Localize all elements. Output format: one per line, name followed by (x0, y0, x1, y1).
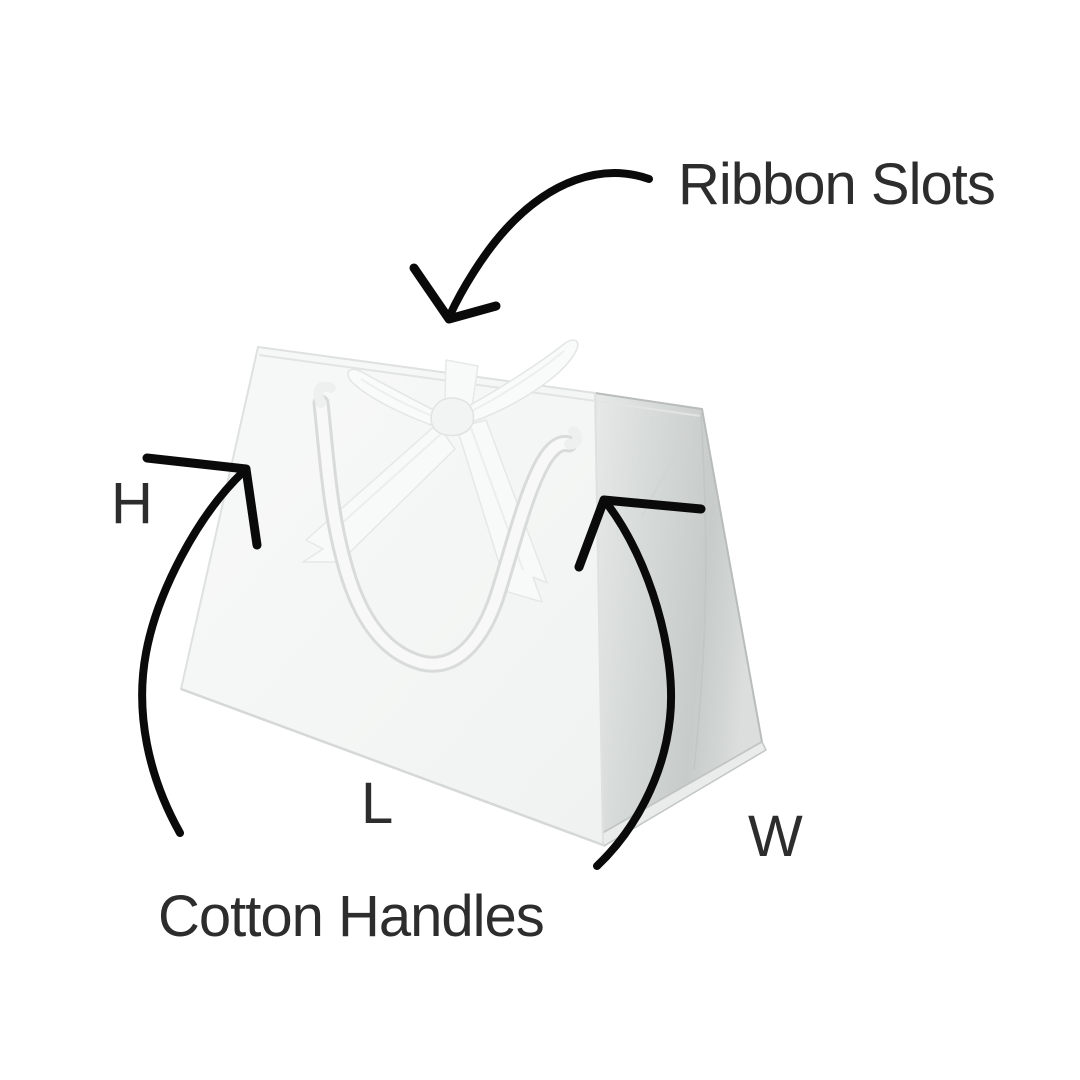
arrow-to-handles-left-shaft (138, 468, 247, 837)
rope-left-tip-curl (313, 381, 336, 408)
ribbon-bow (347, 339, 579, 437)
ribbon-bow-right-loop-fold (469, 350, 565, 413)
annotation-arrows (138, 169, 706, 870)
arrow-to-ribbon-slots-shaft (446, 169, 653, 319)
bag-bottom-edge (180, 687, 604, 847)
ribbon-bow-knot (430, 397, 475, 437)
label-cotton-handles: Cotton Handles (158, 884, 545, 949)
ribbon-bow-left-loop-fold (360, 378, 440, 420)
arrow-to-handles-left (138, 453, 262, 837)
label-width-dimension: W (748, 804, 803, 869)
label-height-dimension: H (111, 471, 153, 536)
arrow-to-handles-right (574, 495, 706, 870)
rope-body (315, 397, 575, 670)
arrow-to-ribbon-slots (409, 169, 653, 324)
label-ribbon-slots: Ribbon Slots (678, 152, 996, 217)
arrow-to-handles-left-head (142, 453, 262, 550)
rope-right-tip-curl (564, 426, 583, 450)
arrow-to-handles-right-shaft (593, 501, 676, 870)
bag-lid-edge (258, 354, 701, 417)
label-length-dimension: L (361, 771, 393, 836)
cotton-handle-rope (312, 381, 583, 673)
bag-side-crease (693, 412, 707, 771)
ribbon-tail-left-fold (329, 432, 443, 535)
arrow-to-handles-right-head (574, 495, 706, 572)
bag-lid-fold-line (641, 412, 698, 517)
gift-bag (180, 339, 767, 847)
arrow-to-ribbon-slots-head (409, 263, 501, 324)
